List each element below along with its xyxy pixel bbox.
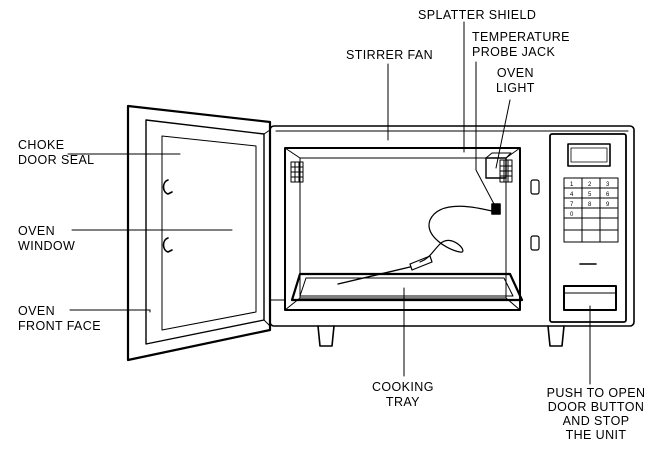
label-push-to-open: PUSH TO OPEN DOOR BUTTON AND STOP THE UN… — [546, 386, 646, 442]
label-oven-light-line1: OVEN — [496, 66, 534, 80]
label-cooking-tray: COOKING TRAY — [372, 380, 434, 410]
oven-window — [161, 135, 257, 331]
keypad — [563, 177, 619, 243]
cavity-back-wall — [299, 157, 507, 299]
label-oven-light-line2: LIGHT — [496, 81, 535, 95]
key-0: 0 — [570, 212, 574, 218]
control-panel — [549, 133, 627, 323]
label-probe-jack-line2: PROBE JACK — [472, 45, 556, 59]
side-slot-lower — [530, 235, 540, 251]
foot-right — [547, 325, 565, 347]
temperature-probe-jack — [491, 203, 501, 215]
label-choke-line1: CHOKE — [18, 138, 65, 152]
label-oven-window: OVEN WINDOW — [18, 224, 75, 254]
key-5: 5 — [588, 192, 592, 198]
label-oven-front-face: OVEN FRONT FACE — [18, 304, 101, 334]
temperature-probe — [409, 255, 433, 271]
label-cooking-line1: COOKING — [372, 380, 434, 394]
side-slot-upper — [530, 179, 540, 195]
key-4: 4 — [570, 192, 574, 198]
label-oven-window-line2: WINDOW — [18, 239, 76, 253]
key-9: 9 — [606, 202, 610, 208]
key-3: 3 — [606, 182, 610, 188]
cooking-tray — [290, 272, 524, 302]
label-door-seal-line2: DOOR SEAL — [18, 153, 95, 167]
door-latch-hook-lower — [162, 237, 173, 253]
door-latch-hook-upper — [162, 179, 173, 195]
label-push-line3: AND STOP — [562, 414, 630, 428]
foot-left — [317, 325, 335, 347]
oven-light-housing — [485, 157, 507, 179]
label-oven-window-line1: OVEN — [18, 224, 56, 238]
oven-cavity — [284, 147, 521, 311]
key-7: 7 — [570, 202, 574, 208]
label-push-line2: DOOR BUTTON — [547, 400, 645, 414]
label-temperature-line1: TEMPERATURE — [472, 30, 570, 44]
label-splatter-shield: SPLATTER SHIELD — [418, 8, 537, 22]
label-tray-line2: TRAY — [385, 395, 420, 409]
label-push-line4: THE UNIT — [565, 428, 627, 442]
label-temperature-probe-jack: TEMPERATURE PROBE JACK — [472, 30, 570, 60]
label-oven-light: OVEN LIGHT — [496, 66, 535, 96]
label-push-line1: PUSH TO OPEN — [546, 386, 646, 400]
label-choke-door-seal: CHOKE DOOR SEAL — [18, 138, 95, 168]
key-8: 8 — [588, 202, 592, 208]
oven-door — [126, 104, 272, 362]
display-window — [567, 143, 611, 167]
choke-door-seal — [263, 129, 271, 135]
key-2: 2 — [588, 182, 592, 188]
vent-grid-left — [290, 161, 304, 183]
label-front-face-line2: FRONT FACE — [18, 319, 101, 333]
probe-cable — [419, 205, 497, 263]
label-stirrer-fan: STIRRER FAN — [346, 48, 434, 62]
key-6: 6 — [606, 192, 610, 198]
label-oven-front-line1: OVEN — [18, 304, 56, 318]
key-1: 1 — [570, 182, 574, 188]
leader-lines — [67, 21, 591, 385]
